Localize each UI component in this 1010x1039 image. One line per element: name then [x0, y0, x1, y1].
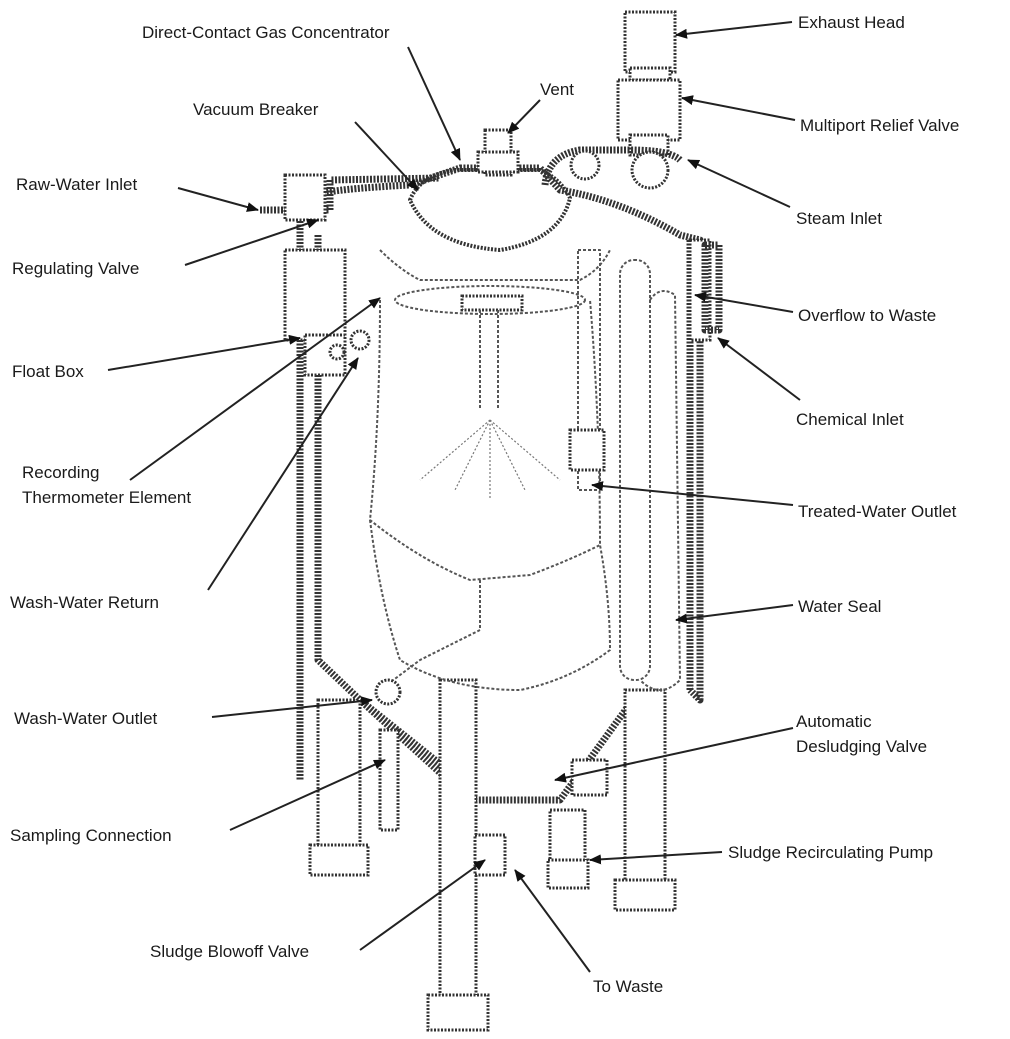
- label-water-seal: Water Seal: [798, 597, 881, 616]
- label-to-waste: To Waste: [593, 977, 663, 996]
- wash-water-outlet-port: [374, 678, 402, 706]
- sampling-pipe: [378, 728, 400, 832]
- float-box-body: [283, 248, 347, 342]
- distributor-plate: [460, 294, 524, 312]
- label-vent: Vent: [540, 80, 574, 99]
- relief-valve-body: [616, 78, 682, 142]
- leader-treated-outlet: [591, 481, 794, 506]
- leader-steam-inlet: [687, 159, 791, 208]
- leader-chemical-inlet: [717, 337, 801, 401]
- labels: Exhaust Head Direct-Contact Gas Concentr…: [10, 13, 959, 996]
- lower-cone: [369, 519, 611, 691]
- chemical-pipe: [701, 241, 723, 334]
- label-overflow: Overflow to Waste: [798, 306, 936, 325]
- center-shaft: [479, 310, 499, 410]
- label-wash-water-return: Wash-Water Return: [10, 593, 159, 612]
- label-steam-inlet: Steam Inlet: [796, 209, 882, 228]
- label-recording-2: Thermometer Element: [22, 488, 191, 507]
- leader-recording: [129, 297, 381, 481]
- label-vacuum-breaker: Vacuum Breaker: [193, 100, 319, 119]
- leader-wash-water-return: [207, 357, 359, 591]
- label-sludge-blowoff: Sludge Blowoff Valve: [150, 942, 309, 961]
- steam-elbow: [569, 149, 601, 181]
- steam-valve: [630, 150, 670, 190]
- sludge-pump-base: [546, 858, 590, 890]
- leader-wash-water-outlet: [211, 696, 373, 718]
- leg-right-foot: [613, 878, 677, 912]
- treated-outlet-flange: [568, 428, 606, 472]
- label-exhaust-head: Exhaust Head: [798, 13, 905, 32]
- label-sludge-pump: Sludge Recirculating Pump: [728, 843, 933, 862]
- label-auto-desludge-1: Automatic: [796, 712, 872, 731]
- vent-cap: [476, 150, 520, 174]
- leg-right: [623, 688, 667, 892]
- sludge-blowoff-valve: [473, 833, 507, 877]
- label-raw-water-inlet: Raw-Water Inlet: [16, 175, 138, 194]
- leg-center: [438, 678, 478, 1002]
- leg-left-foot: [308, 843, 370, 877]
- spray-cone: [419, 419, 561, 500]
- vessel-shell: [296, 164, 704, 780]
- leader-vent: [507, 99, 541, 134]
- steam-pipe: [541, 146, 683, 186]
- exhaust-neck: [628, 66, 672, 82]
- label-float-box: Float Box: [12, 362, 84, 381]
- baffle-ring: [394, 285, 586, 315]
- treated-outlet-pipe: [577, 249, 601, 491]
- label-sampling: Sampling Connection: [10, 826, 172, 845]
- water-seal-column: [619, 259, 651, 681]
- leader-multiport-relief: [681, 95, 796, 121]
- leader-sludge-blowoff: [359, 859, 486, 951]
- label-treated-outlet: Treated-Water Outlet: [798, 502, 957, 521]
- exhaust-head: [623, 10, 677, 74]
- wash-pipe: [379, 580, 481, 691]
- leader-to-waste: [514, 869, 591, 973]
- overflow-pipe: [688, 238, 712, 342]
- leader-water-seal: [675, 604, 794, 624]
- leader-vacuum-breaker: [354, 121, 419, 191]
- label-auto-desludge-2: Desludging Valve: [796, 737, 927, 756]
- equipment-drawing: [260, 10, 723, 1032]
- label-recording-1: Recording: [22, 463, 100, 482]
- label-wash-water-outlet: Wash-Water Outlet: [14, 709, 158, 728]
- leader-exhaust-head: [675, 21, 793, 39]
- leader-sludge-pump: [589, 851, 723, 865]
- leader-overflow: [694, 291, 794, 313]
- leader-lines: [107, 21, 801, 973]
- label-direct-contact: Direct-Contact Gas Concentrator: [142, 23, 390, 42]
- leader-float-box: [107, 334, 301, 371]
- leader-auto-desludge: [554, 727, 794, 783]
- label-chemical-inlet: Chemical Inlet: [796, 410, 904, 429]
- leader-regulating-valve: [184, 218, 319, 266]
- raw-water-valve: [283, 173, 327, 222]
- vessel-cone: [357, 687, 643, 804]
- leg-center-foot: [426, 993, 490, 1032]
- leader-direct-contact: [407, 46, 461, 161]
- float-box-port-2: [349, 329, 371, 351]
- top-dome: [408, 168, 572, 252]
- leader-raw-water-inlet: [177, 187, 259, 212]
- float-box-port-1: [328, 343, 346, 361]
- label-regulating-valve: Regulating Valve: [12, 259, 139, 278]
- desludging-valve: [570, 758, 609, 797]
- leader-sampling: [229, 759, 386, 831]
- water-seal-u: [639, 290, 681, 691]
- label-multiport-relief: Multiport Relief Valve: [800, 116, 959, 135]
